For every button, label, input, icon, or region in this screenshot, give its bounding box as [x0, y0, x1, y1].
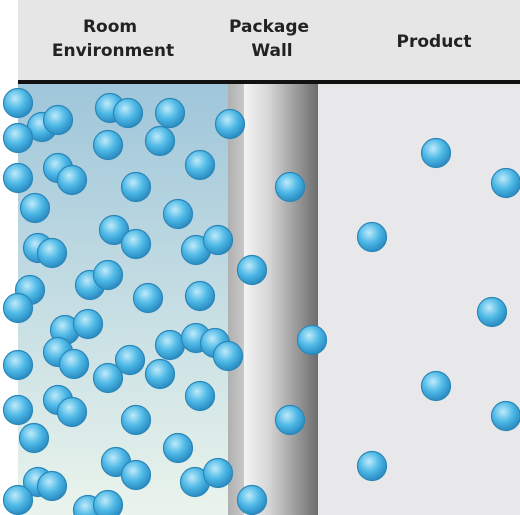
room-molecule	[4, 486, 33, 515]
package-wall-edge	[228, 84, 244, 515]
room-molecule	[156, 331, 185, 360]
room-molecule	[4, 89, 33, 118]
room-molecule	[38, 239, 67, 268]
room-molecule	[114, 99, 143, 128]
room-molecule	[122, 461, 151, 490]
room-molecule	[164, 434, 193, 463]
room-molecule	[20, 424, 49, 453]
room-molecule	[216, 110, 245, 139]
room-molecule	[156, 99, 185, 128]
wall-molecule	[238, 486, 267, 515]
room-molecule	[186, 151, 215, 180]
product-header: Product	[397, 32, 472, 52]
room-molecule	[94, 261, 123, 290]
room-molecule	[214, 342, 243, 371]
product-molecule	[492, 169, 520, 198]
room-molecule	[4, 294, 33, 323]
room-molecule	[94, 131, 123, 160]
room-molecule	[186, 382, 215, 411]
wall-molecule	[276, 173, 305, 202]
room-molecule	[74, 310, 103, 339]
room-molecule	[21, 194, 50, 223]
room-molecule	[134, 284, 163, 313]
package-wall-region	[244, 84, 318, 515]
product-molecule	[422, 139, 451, 168]
product-molecule	[422, 372, 451, 401]
room-molecule	[204, 226, 233, 255]
room-molecule	[122, 230, 151, 259]
room-molecule	[164, 200, 193, 229]
room-molecule	[122, 406, 151, 435]
room-molecule	[58, 398, 87, 427]
room-molecule	[186, 282, 215, 311]
room-molecule	[204, 459, 233, 488]
room-molecule	[58, 166, 87, 195]
room-molecule	[38, 472, 67, 501]
wall-molecule	[238, 256, 267, 285]
room-molecule	[44, 106, 73, 135]
room-molecule	[146, 360, 175, 389]
wall-molecule	[276, 406, 305, 435]
wall-molecule	[298, 326, 327, 355]
room-molecule	[94, 491, 123, 515]
room-molecule	[4, 396, 33, 425]
room-molecule	[60, 350, 89, 379]
product-molecule	[358, 452, 387, 481]
room-molecule	[146, 127, 175, 156]
product-molecule	[492, 402, 520, 431]
room-molecule	[4, 124, 33, 153]
product-molecule	[358, 223, 387, 252]
room-molecule	[122, 173, 151, 202]
room-molecule	[4, 351, 33, 380]
room-molecule	[94, 364, 123, 393]
product-molecule	[478, 298, 507, 327]
room-molecule	[4, 164, 33, 193]
